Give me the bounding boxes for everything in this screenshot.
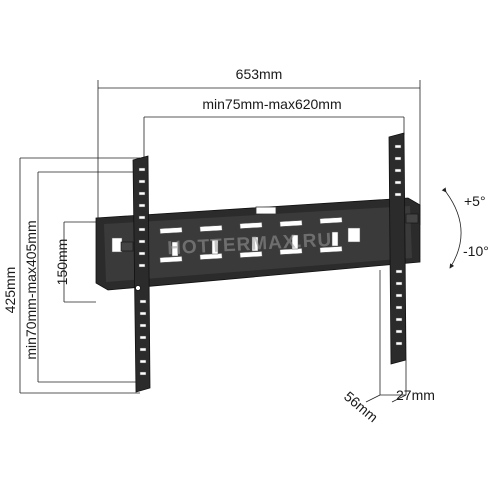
overall-height-label: 425mm xyxy=(2,267,18,314)
tilt-up-label: +5° xyxy=(464,193,486,209)
depth-min-label: 27mm xyxy=(396,387,435,403)
left-tv-arm xyxy=(120,155,151,393)
right-tv-arm xyxy=(379,132,419,395)
overall-width-label: 653mm xyxy=(236,66,283,82)
left-arm-screw xyxy=(135,285,141,291)
plate-height-dimension: 150mm xyxy=(54,221,96,303)
overall-width-dimension: 653mm xyxy=(97,66,421,230)
vesa-width-label: min75mm-max620mm xyxy=(202,96,341,112)
wall-plate-slots xyxy=(111,217,361,263)
tilt-down-label: -10° xyxy=(463,243,489,259)
vesa-height-label: min70mm-max405mm xyxy=(23,220,39,359)
left-arm-hook xyxy=(120,241,134,252)
overall-height-dimension: 425mm xyxy=(2,157,140,394)
right-arm-hook xyxy=(405,213,419,224)
left-arm-holes xyxy=(138,167,147,376)
plate-height-label: 150mm xyxy=(54,239,70,286)
wall-plate xyxy=(95,197,421,291)
right-arm-holes xyxy=(394,144,403,346)
safety-lock-tab xyxy=(255,206,277,215)
tilt-indicator: +5° -10° xyxy=(441,187,489,269)
depth-max-label: 56mm xyxy=(341,388,381,425)
vesa-width-dimension: min75mm-max620mm xyxy=(143,96,405,160)
vesa-height-dimension: min70mm-max405mm xyxy=(23,171,138,383)
depth-dimensions: 56mm 27mm xyxy=(341,387,435,425)
